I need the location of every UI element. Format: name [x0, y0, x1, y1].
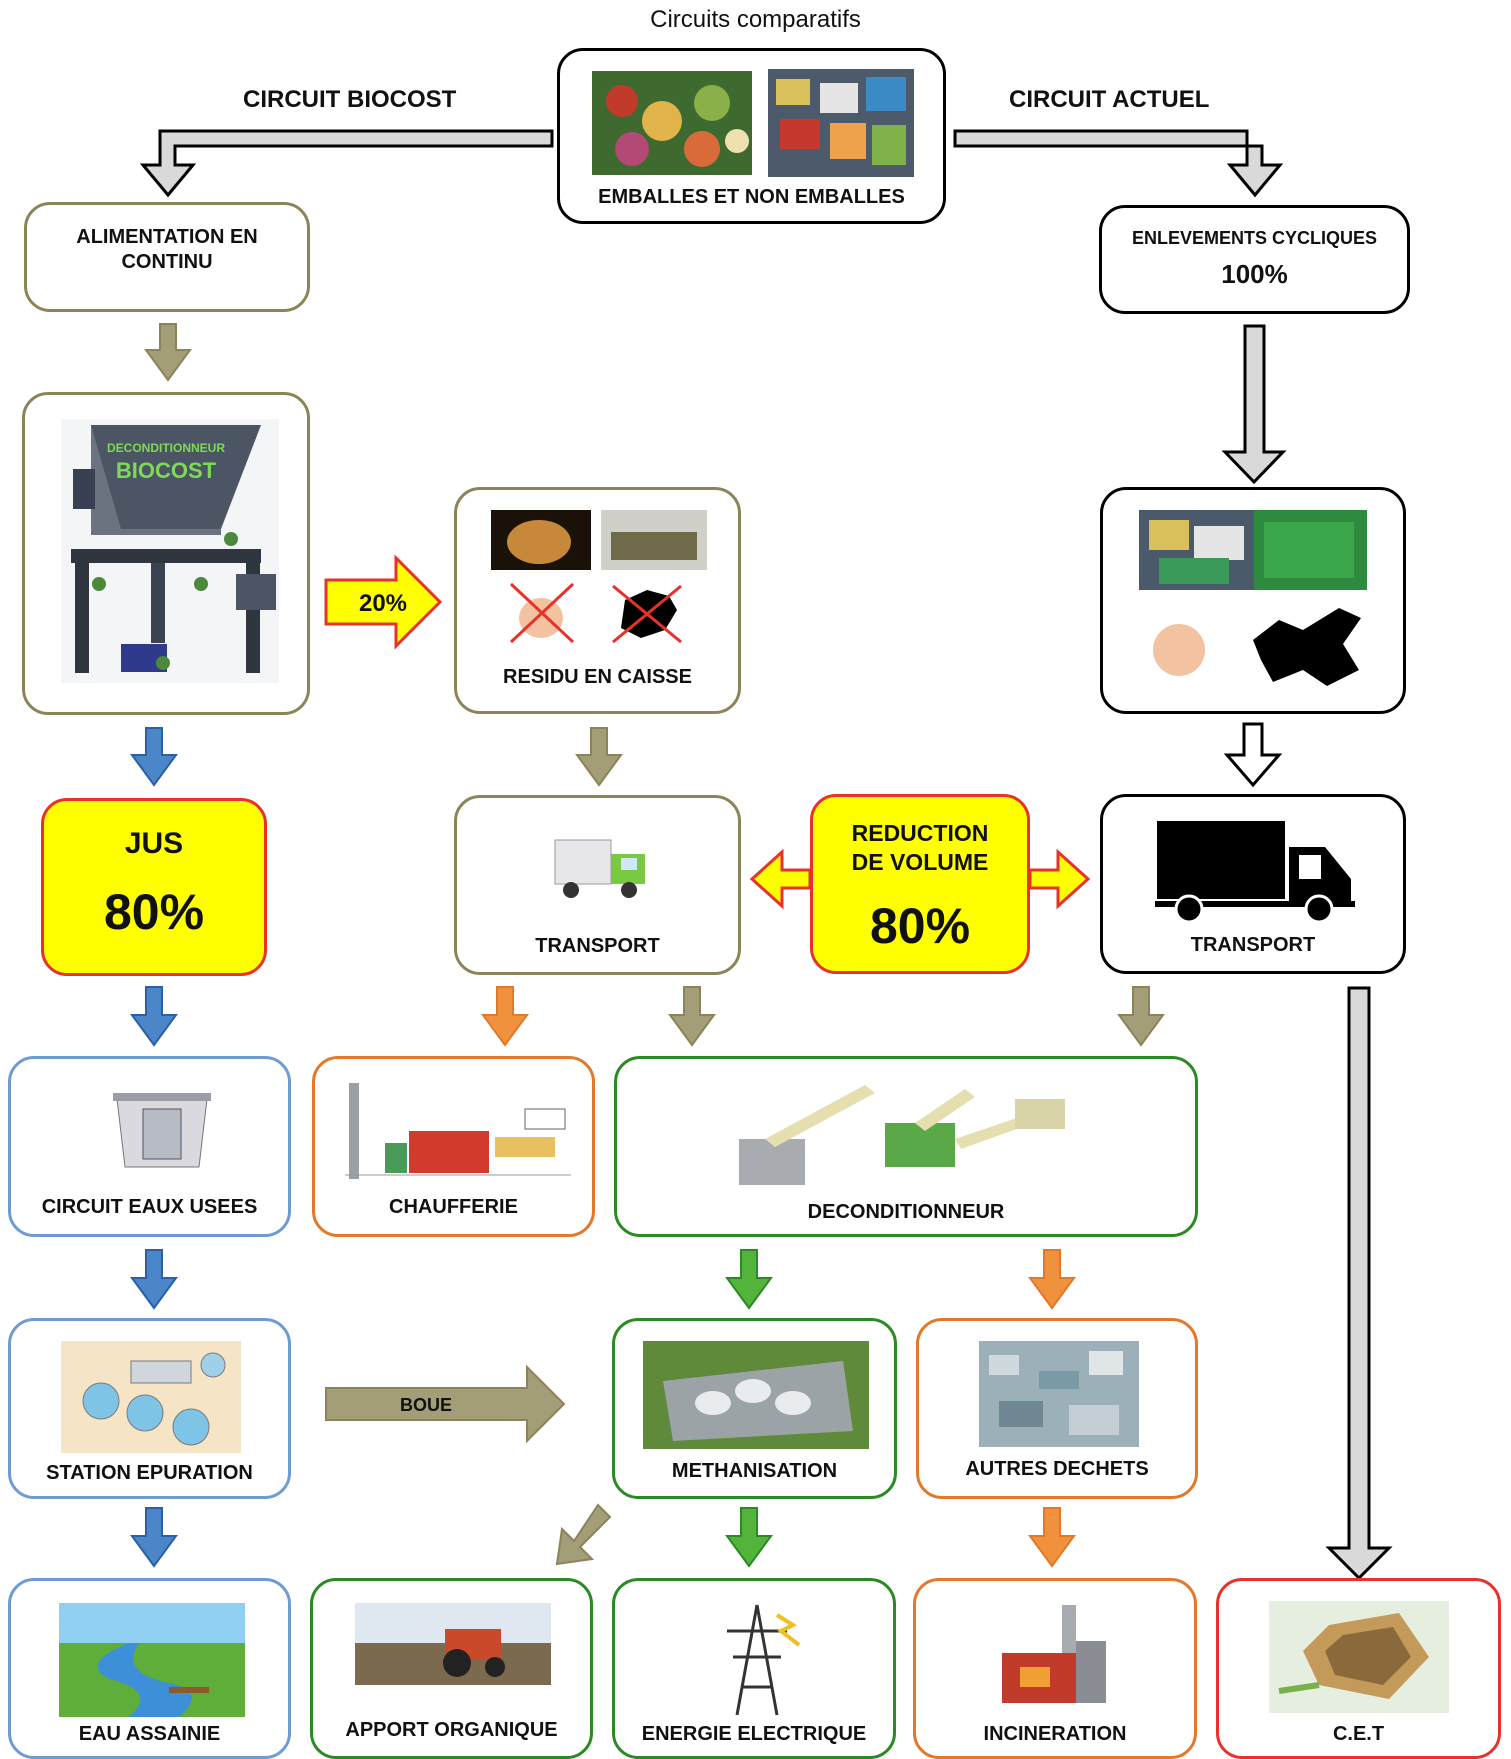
node-alimentation: ALIMENTATION EN CONTINU: [24, 202, 310, 312]
big-truck-icon: [1155, 821, 1355, 924]
arrow-black-down-1: [1221, 324, 1287, 485]
arrow-to-biocost: [139, 129, 554, 198]
node-eau-label: EAU ASSAINIE: [78, 1723, 221, 1745]
node-chaufferie: CHAUFFERIE: [312, 1056, 595, 1237]
boiler-plant-icon: [345, 1083, 571, 1179]
heading-circuit-actuel: CIRCUIT ACTUEL: [1009, 86, 1210, 113]
depackaging-plant-icon: [739, 1085, 1065, 1185]
node-machine-biocost: DECONDITIONNEUR BIOCOST: [22, 392, 310, 715]
arrow-olive-down-4: [1117, 986, 1165, 1047]
arrow-black-down-2: [1223, 722, 1283, 788]
arrow-blue-down-4: [130, 1507, 178, 1568]
food-waste-photo-2: [768, 69, 914, 177]
no-smell-icon: [507, 580, 577, 646]
node-reduction-pct: 80%: [869, 898, 971, 954]
arrow-orange-down-1: [481, 986, 529, 1047]
food-waste-photo-1: [592, 71, 752, 175]
arrow-reduction-to-right: [1028, 848, 1091, 910]
node-eau: EAU ASSAINIE: [8, 1578, 291, 1759]
landfill-site-icon: [1269, 1601, 1449, 1713]
node-current-waste: [1100, 487, 1406, 714]
node-residu-label: RESIDU EN CAISSE: [503, 666, 692, 688]
node-reduction-label: REDUCTION DE VOLUME: [851, 820, 989, 875]
residue-photo-1: [491, 510, 591, 570]
landfill-waste-icon: [979, 1341, 1139, 1447]
river-landscape-icon: [59, 1603, 245, 1717]
node-autres-label: AUTRES DECHETS: [965, 1458, 1149, 1480]
node-jus: JUS 80%: [41, 798, 267, 976]
node-jus-pct: 80%: [103, 884, 205, 940]
arrow-olive-down-3: [668, 986, 716, 1047]
node-source: EMBALLES ET NON EMBALLES: [557, 48, 946, 224]
arrow-reduction-to-left: [749, 848, 812, 910]
treatment-plant-icon: [61, 1341, 241, 1453]
arrow-20pct: [324, 554, 443, 650]
node-incineration-label: INCINERATION: [983, 1723, 1127, 1745]
residue-photo-2: [601, 510, 707, 570]
node-cet: C.E.T: [1216, 1578, 1501, 1759]
arrow-20pct-label: 20%: [358, 590, 408, 617]
node-energie: ENERGIE ELECTRIQUE: [612, 1578, 896, 1759]
machine-small-label: DECONDITIONNEUR: [106, 441, 225, 455]
incinerator-icon: [1002, 1605, 1106, 1703]
node-methanisation-label: METHANISATION: [671, 1460, 838, 1482]
node-energie-label: ENERGIE ELECTRIQUE: [641, 1723, 867, 1745]
power-pylon-icon: [727, 1604, 801, 1716]
node-alimentation-label: ALIMENTATION EN CONTINU: [76, 226, 258, 273]
arrow-blue-down-3: [130, 1249, 178, 1310]
arrow-blue-down-1: [130, 727, 178, 787]
machine-big-label: BIOCOST: [115, 458, 217, 483]
arrow-boue: [325, 1364, 566, 1444]
node-source-label: EMBALLES ET NON EMBALLES: [598, 186, 905, 208]
methanisation-plant-icon: [643, 1341, 869, 1449]
arrow-olive-diagonal: [555, 1503, 612, 1566]
node-methanisation: METHANISATION: [612, 1318, 897, 1499]
node-enlevements-pct: 100%: [1221, 259, 1288, 289]
node-transport-left-label: TRANSPORT: [535, 935, 660, 957]
wastewater-tank-icon: [113, 1093, 211, 1168]
node-transport-right-label: TRANSPORT: [1190, 934, 1316, 956]
node-transport-left: TRANSPORT: [454, 795, 741, 975]
node-reduction: REDUCTION DE VOLUME 80%: [810, 794, 1030, 974]
arrow-orange-down-3: [1028, 1507, 1076, 1568]
heading-circuit-biocost: CIRCUIT BIOCOST: [243, 86, 457, 113]
node-apport-label: APPORT ORGANIQUE: [345, 1719, 558, 1741]
arrow-olive-down-1: [144, 323, 192, 382]
node-deconditionneur: DECONDITIONNEUR: [614, 1056, 1198, 1237]
node-incineration: INCINERATION: [913, 1578, 1197, 1759]
current-waste-photos: [1139, 510, 1367, 590]
node-eaux-usees: CIRCUIT EAUX USEES: [8, 1056, 291, 1237]
no-stain-icon: [612, 584, 682, 644]
node-residu: RESIDU EN CAISSE: [454, 487, 741, 714]
arrow-boue-label: BOUE: [399, 1395, 452, 1415]
node-transport-right: TRANSPORT: [1100, 794, 1406, 974]
arrow-green-down-1: [725, 1249, 773, 1310]
node-autres: AUTRES DECHETS: [916, 1318, 1198, 1499]
arrow-long-to-cet: [1325, 986, 1393, 1581]
biocost-machine-drawing: [61, 419, 279, 683]
arrow-green-down-2: [725, 1507, 773, 1568]
arrow-olive-down-2: [575, 727, 623, 787]
node-apport: APPORT ORGANIQUE: [310, 1578, 593, 1759]
node-deconditionneur-label: DECONDITIONNEUR: [807, 1201, 1005, 1223]
node-cet-label: C.E.T: [1332, 1723, 1385, 1745]
arrow-to-actuel: [953, 129, 1284, 198]
node-enlevements: ENLEVEMENTS CYCLIQUES 100%: [1099, 205, 1410, 314]
small-truck-icon: [554, 839, 645, 898]
arrow-blue-down-2: [130, 986, 178, 1047]
smell-icon: [1139, 606, 1219, 684]
diagram-title: Circuits comparatifs: [650, 6, 861, 33]
node-jus-label: JUS: [124, 827, 184, 860]
node-station-label: STATION EPURATION: [46, 1462, 253, 1484]
node-enlevements-label: ENLEVEMENTS CYCLIQUES: [1131, 228, 1378, 248]
node-chaufferie-label: CHAUFFERIE: [389, 1196, 518, 1218]
stain-icon: [1253, 608, 1361, 686]
node-eaux-usees-label: CIRCUIT EAUX USEES: [41, 1196, 258, 1218]
arrow-orange-down-2: [1028, 1249, 1076, 1310]
tractor-field-icon: [355, 1603, 551, 1685]
node-station: STATION EPURATION: [8, 1318, 291, 1499]
